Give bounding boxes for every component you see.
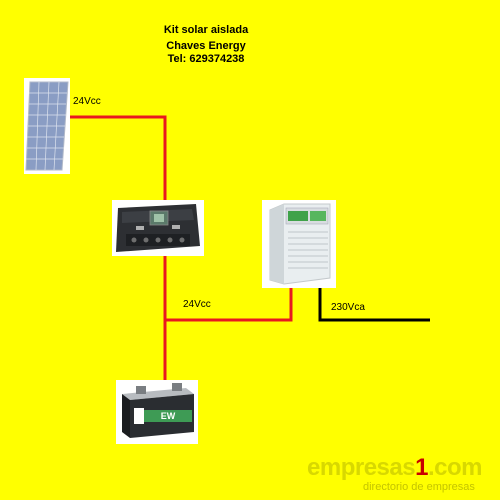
battery-to-inverter-wire [165, 283, 293, 322]
ac-output-label: 230Vca [331, 302, 365, 313]
brand-prefix: empresas [307, 454, 416, 481]
title-line-1: Kit solar aislada [163, 24, 249, 36]
brand-suffix: .com [427, 454, 483, 481]
title-line-3: Tel: 629374238 [167, 53, 245, 65]
charge-controller [112, 200, 204, 256]
solar-panel [24, 78, 70, 174]
brand-tagline: directorio de empresas [363, 481, 475, 493]
panel-voltage-label: 24Vcc [73, 96, 101, 107]
battery-voltage-label: 24Vcc [183, 299, 211, 310]
inverter [262, 200, 336, 288]
battery-badge-text: EW [161, 411, 176, 421]
panel-to-controller-wire [64, 115, 167, 203]
brand-number: 1 [415, 454, 428, 481]
ac-output-wire [318, 283, 430, 322]
battery: EW [116, 380, 198, 444]
title-line-2: Chaves Energy [166, 40, 246, 52]
brand-logo: empresas1.com [307, 454, 482, 482]
